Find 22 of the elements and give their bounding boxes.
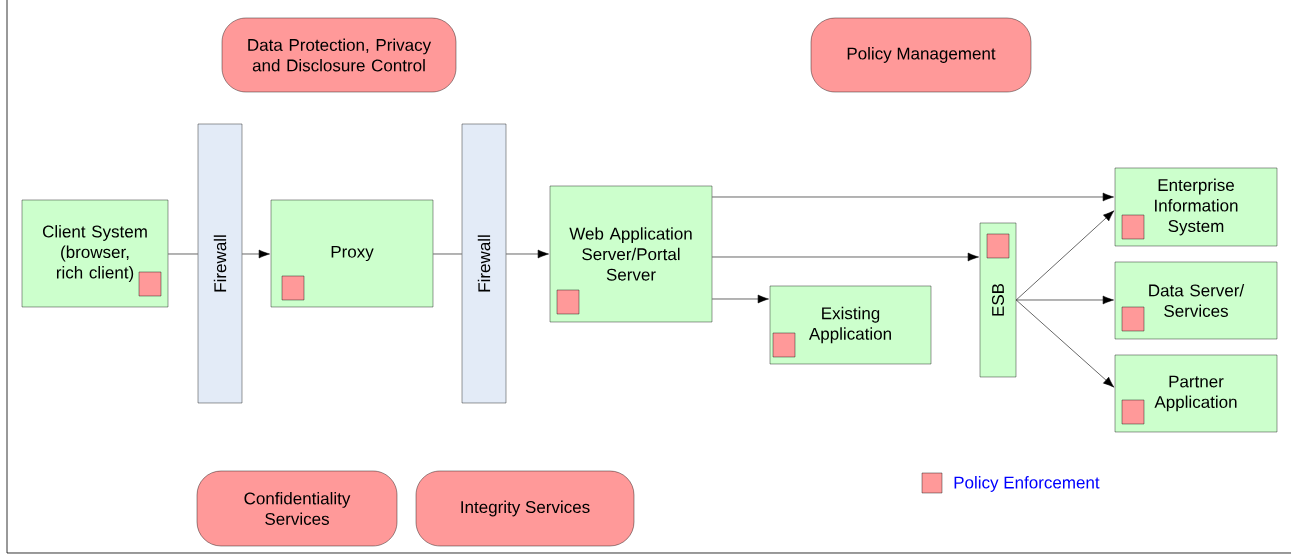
- system-box: Proxy: [270, 199, 434, 308]
- system-box: Existing Application: [769, 285, 932, 365]
- arrow: [1015, 295, 1114, 305]
- service-box: Policy Management: [810, 17, 1032, 93]
- system-box: Partner Application: [1114, 354, 1278, 433]
- system-box: Data Server/ Services: [1114, 261, 1278, 340]
- system-box: Web Application Server/Portal Server: [549, 185, 713, 323]
- system-box: Enterprise Information System: [1114, 167, 1278, 247]
- legend-label: Policy Enforcement: [954, 476, 1100, 492]
- service-box: Confidentiality Services: [196, 470, 398, 547]
- arrow: [711, 192, 1114, 202]
- arrow: [505, 249, 549, 259]
- arrow: [711, 252, 979, 262]
- arrow: [711, 294, 769, 304]
- service-box: Data Protection, Privacy and Disclosure Control: [221, 17, 457, 93]
- firewall-bar: Firewall: [197, 123, 243, 404]
- arrow: [1015, 299, 1115, 388]
- service-box: Integrity Services: [415, 470, 635, 547]
- system-box: Client System (browser, rich client): [21, 199, 169, 308]
- arrow: [241, 249, 270, 259]
- arrow: [1015, 210, 1115, 301]
- firewall-bar: Firewall: [461, 123, 507, 404]
